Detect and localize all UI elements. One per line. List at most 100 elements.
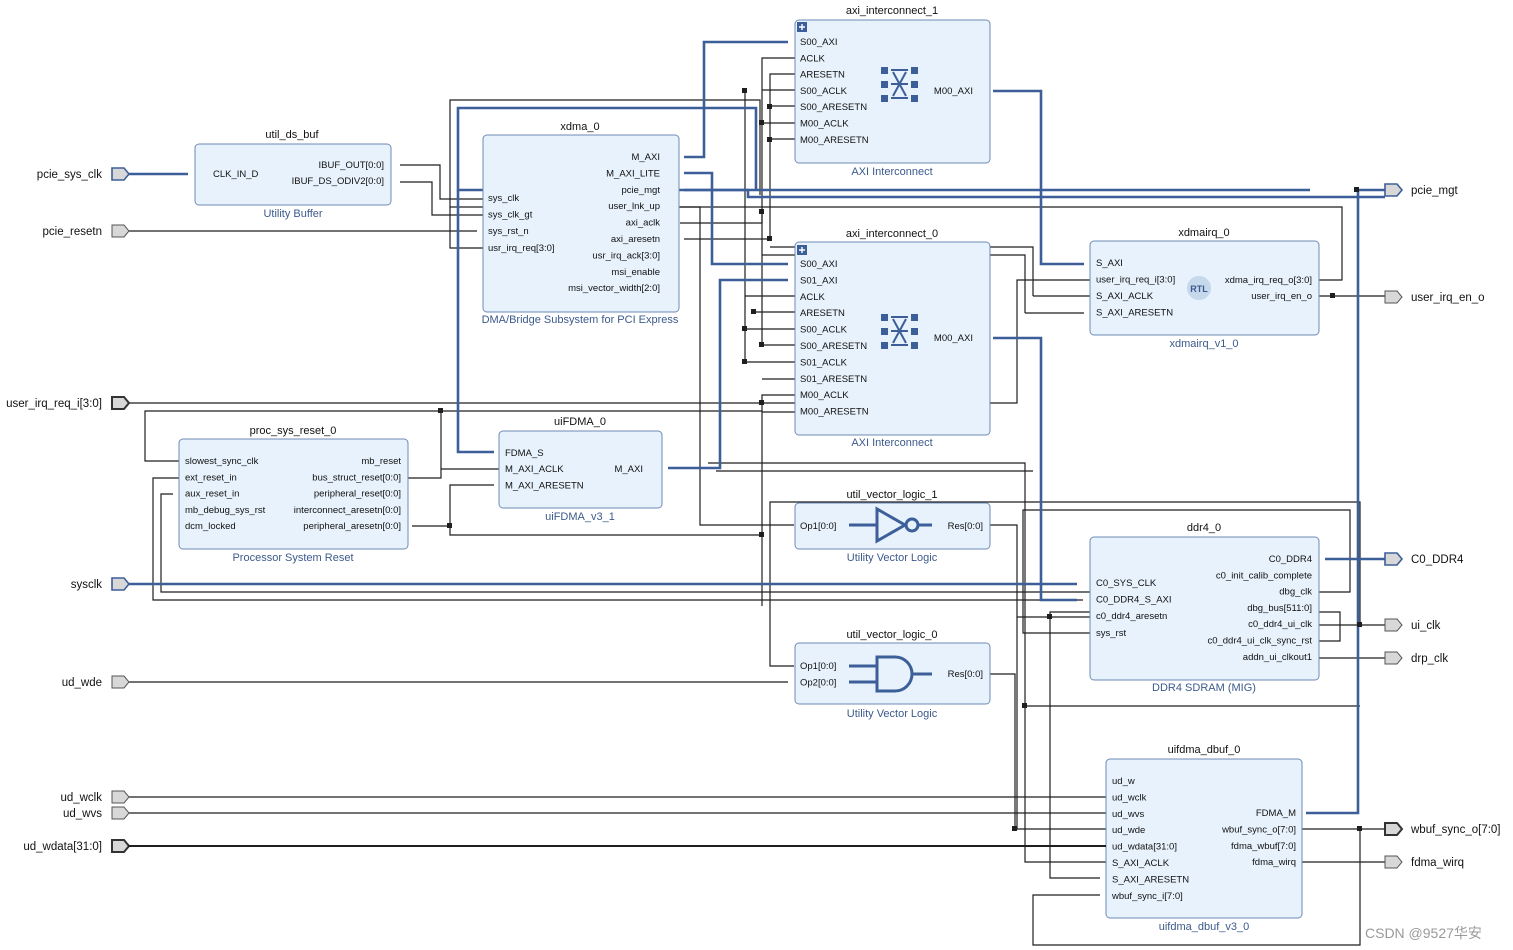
port-ibuf-out-0-0[interactable]: IBUF_OUT[0:0] bbox=[319, 160, 384, 171]
port-s-axi-aresetn[interactable]: S_AXI_ARESETN bbox=[1112, 874, 1189, 885]
port-c0-ddr4-s-axi[interactable]: C0_DDR4_S_AXI bbox=[1096, 595, 1172, 606]
port-addn-ui-clkout1[interactable]: addn_ui_clkout1 bbox=[1243, 652, 1312, 663]
port-ui-clk[interactable]: ui_clk bbox=[1384, 618, 1441, 632]
port-s00-aclk[interactable]: S00_ACLK bbox=[800, 325, 848, 336]
port-m00-aresetn[interactable]: M00_ARESETN bbox=[800, 407, 869, 418]
port-s01-axi[interactable]: S01_AXI bbox=[800, 275, 838, 286]
port-m-axi-aclk[interactable]: M_AXI_ACLK bbox=[505, 464, 564, 475]
port-c0-ddr4[interactable]: C0_DDR4 bbox=[1269, 554, 1312, 565]
port-user-irq-req-i[interactable]: user_irq_req_i[3:0] bbox=[6, 396, 131, 410]
port-c0-init-calib-complete[interactable]: c0_init_calib_complete bbox=[1216, 570, 1312, 581]
port-mb-debug-sys-rst[interactable]: mb_debug_sys_rst bbox=[185, 505, 266, 516]
port-op2-0-0[interactable]: Op2[0:0] bbox=[800, 677, 836, 688]
port-m00-aclk[interactable]: M00_ACLK bbox=[800, 390, 849, 401]
port-c0-ddr4[interactable]: C0_DDR4 bbox=[1384, 552, 1464, 566]
port-s00-aresetn[interactable]: S00_ARESETN bbox=[800, 102, 867, 113]
port-s00-axi[interactable]: S00_AXI bbox=[800, 259, 838, 270]
port-xdma-irq-req-o-3-0[interactable]: xdma_irq_req_o[3:0] bbox=[1225, 275, 1312, 286]
port-op1-0-0[interactable]: Op1[0:0] bbox=[800, 521, 836, 532]
block-xdmairq-0[interactable]: xdmairq_0 xdmairq_v1_0 RTL S_AXIuser_irq… bbox=[1089, 227, 1320, 350]
port-peripheral-aresetn-0-0[interactable]: peripheral_aresetn[0:0] bbox=[303, 521, 401, 532]
port-wbuf-sync-i-7-0[interactable]: wbuf_sync_i[7:0] bbox=[1111, 891, 1183, 902]
block-util-vector-logic-1[interactable]: util_vector_logic_1 Utility Vector Logic… bbox=[794, 489, 991, 564]
port-s-axi-aclk[interactable]: S_AXI_ACLK bbox=[1096, 291, 1154, 302]
port-sysclk[interactable]: sysclk bbox=[71, 577, 131, 591]
port-peripheral-reset-0-0[interactable]: peripheral_reset[0:0] bbox=[314, 489, 401, 500]
port-ud-wde[interactable]: ud_wde bbox=[1112, 825, 1145, 836]
port-aresetn[interactable]: ARESETN bbox=[800, 308, 845, 319]
port-c0-ddr4-ui-clk[interactable]: c0_ddr4_ui_clk bbox=[1248, 619, 1312, 630]
port-aclk[interactable]: ACLK bbox=[800, 53, 825, 64]
port-mb-reset[interactable]: mb_reset bbox=[361, 456, 401, 467]
port-ud-wclk[interactable]: ud_wclk bbox=[60, 790, 130, 804]
port-m-axi-aresetn[interactable]: M_AXI_ARESETN bbox=[505, 480, 584, 491]
port-ud-wvs[interactable]: ud_wvs bbox=[63, 806, 130, 820]
port-s-axi-aclk[interactable]: S_AXI_ACLK bbox=[1112, 858, 1170, 869]
port-dbg-bus-511-0[interactable]: dbg_bus[511:0] bbox=[1247, 603, 1312, 614]
port-user-lnk-up[interactable]: user_lnk_up bbox=[608, 201, 660, 212]
expand-icon[interactable] bbox=[797, 22, 807, 255]
port-msi-enable[interactable]: msi_enable bbox=[611, 267, 660, 278]
port-pcie-mgt[interactable]: pcie_mgt bbox=[1384, 183, 1458, 197]
port-fdma-wirq[interactable]: fdma_wirq bbox=[1252, 857, 1296, 868]
port-bus-struct-reset-0-0[interactable]: bus_struct_reset[0:0] bbox=[312, 472, 401, 483]
port-m00-aresetn[interactable]: M00_ARESETN bbox=[800, 135, 869, 146]
port-m00-axi[interactable]: M00_AXI bbox=[934, 86, 973, 97]
port-sys-clk-gt[interactable]: sys_clk_gt bbox=[488, 210, 533, 221]
port-ud-w[interactable]: ud_w bbox=[1112, 776, 1135, 787]
port-pcie-mgt[interactable]: pcie_mgt bbox=[621, 185, 660, 196]
port-ud-wclk[interactable]: ud_wclk bbox=[1112, 792, 1147, 803]
block-uifdma-dbuf-0[interactable]: uifdma_dbuf_0 uifdma_dbuf_v3_0 ud_wud_wc… bbox=[1105, 744, 1303, 933]
port-aresetn[interactable]: ARESETN bbox=[800, 70, 845, 81]
port-res-0-0[interactable]: Res[0:0] bbox=[948, 669, 983, 680]
port-s00-aresetn[interactable]: S00_ARESETN bbox=[800, 341, 867, 352]
block-util-ds-buf[interactable]: util_ds_buf Utility Buffer CLK_IN_D IBUF… bbox=[194, 129, 392, 220]
port-user-irq-en-o[interactable]: user_irq_en_o bbox=[1251, 291, 1312, 302]
port-usr-irq-ack-3-0[interactable]: usr_irq_ack[3:0] bbox=[592, 250, 660, 261]
port-fdma-wbuf-7-0[interactable]: fdma_wbuf[7:0] bbox=[1231, 841, 1296, 852]
port-op1-0-0[interactable]: Op1[0:0] bbox=[800, 661, 836, 672]
block-axi-interconnect-0[interactable]: axi_interconnect_0 AXI Interconnect S00_… bbox=[794, 228, 991, 449]
block-ddr4-0[interactable]: ddr4_0 DDR4 SDRAM (MIG) C0_SYS_CLKC0_DDR… bbox=[1089, 522, 1320, 694]
port-interconnect-aresetn-0-0[interactable]: interconnect_aresetn[0:0] bbox=[294, 505, 401, 516]
port-fdma-m[interactable]: FDMA_M bbox=[1256, 808, 1296, 819]
port-sys-clk[interactable]: sys_clk bbox=[488, 193, 519, 204]
port-ud-wvs[interactable]: ud_wvs bbox=[1112, 809, 1144, 820]
port-wbuf-sync-o[interactable]: wbuf_sync_o[7:0] bbox=[1384, 822, 1501, 836]
port-axi-aclk[interactable]: axi_aclk bbox=[626, 218, 661, 229]
port-drp-clk[interactable]: drp_clk bbox=[1384, 651, 1448, 665]
port-fdma-s[interactable]: FDMA_S bbox=[505, 448, 544, 459]
block-axi-interconnect-1[interactable]: axi_interconnect_1 AXI Interconnect S00_… bbox=[794, 5, 991, 178]
block-uifdma-0[interactable]: uiFDMA_0 uiFDMA_v3_1 FDMA_SM_AXI_ACLKM_A… bbox=[498, 416, 663, 523]
port-pcie-resetn[interactable]: pcie_resetn bbox=[43, 224, 130, 238]
port-s00-axi[interactable]: S00_AXI bbox=[800, 37, 838, 48]
port-s-axi[interactable]: S_AXI bbox=[1096, 258, 1123, 269]
port-res-0-0[interactable]: Res[0:0] bbox=[948, 521, 983, 532]
port-s-axi-aresetn[interactable]: S_AXI_ARESETN bbox=[1096, 308, 1173, 319]
port-ud-wde[interactable]: ud_wde bbox=[62, 675, 130, 689]
port-ext-reset-in[interactable]: ext_reset_in bbox=[185, 472, 237, 483]
external-ports[interactable]: pcie_sys_clk pcie_resetn user_irq_req_i[… bbox=[6, 167, 1501, 869]
port-slowest-sync-clk[interactable]: slowest_sync_clk bbox=[185, 456, 259, 467]
port-axi-aresetn[interactable]: axi_aresetn bbox=[611, 234, 660, 245]
port-user-irq-en-o[interactable]: user_irq_en_o bbox=[1384, 290, 1485, 304]
port-clk-in-d[interactable]: CLK_IN_D bbox=[213, 169, 259, 180]
port-c0-sys-clk[interactable]: C0_SYS_CLK bbox=[1096, 578, 1157, 589]
port-aclk[interactable]: ACLK bbox=[800, 292, 825, 303]
block-proc-sys-reset-0[interactable]: proc_sys_reset_0 Processor System Reset … bbox=[178, 425, 409, 564]
port-m-axi[interactable]: M_AXI bbox=[631, 152, 660, 163]
port-c0-ddr4-ui-clk-sync-rst[interactable]: c0_ddr4_ui_clk_sync_rst bbox=[1207, 636, 1312, 647]
port-dbg-clk[interactable]: dbg_clk bbox=[1279, 587, 1312, 598]
port-sys-rst-n[interactable]: sys_rst_n bbox=[488, 226, 529, 237]
port-ud-wdata-31-0[interactable]: ud_wdata[31:0] bbox=[1112, 842, 1177, 853]
port-usr-irq-req-3-0[interactable]: usr_irq_req[3:0] bbox=[488, 243, 555, 254]
port-m-axi[interactable]: M_AXI bbox=[614, 464, 643, 475]
port-dcm-locked[interactable]: dcm_locked bbox=[185, 521, 236, 532]
block-xdma-0[interactable]: xdma_0 DMA/Bridge Subsystem for PCI Expr… bbox=[482, 121, 680, 326]
port-s00-aclk[interactable]: S00_ACLK bbox=[800, 86, 848, 97]
port-s01-aresetn[interactable]: S01_ARESETN bbox=[800, 374, 867, 385]
port-m00-aclk[interactable]: M00_ACLK bbox=[800, 119, 849, 130]
port-user-irq-req-i-3-0[interactable]: user_irq_req_i[3:0] bbox=[1096, 275, 1175, 286]
port-msi-vector-width-2-0[interactable]: msi_vector_width[2:0] bbox=[568, 283, 660, 294]
port-pcie-sys-clk[interactable]: pcie_sys_clk bbox=[37, 167, 131, 181]
